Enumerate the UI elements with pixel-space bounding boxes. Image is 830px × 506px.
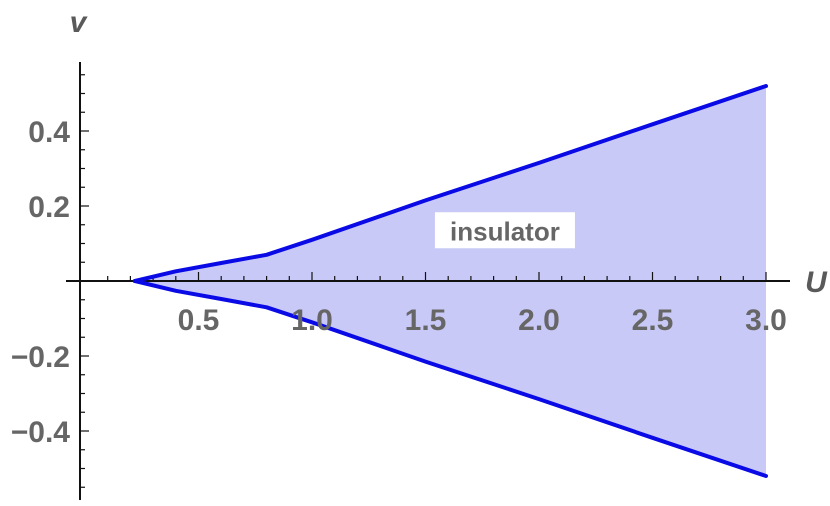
y-axis-title: v (70, 6, 89, 39)
upper-boundary-line (132, 84, 768, 283)
axes (66, 62, 790, 500)
y-tick-label: −0.4 (11, 416, 71, 449)
x-tick-label: 1.5 (405, 304, 447, 337)
x-tick-label: 2.5 (632, 304, 674, 337)
tick-labels: 0.5 1.0 1.5 2.0 2.5 3.0 0.4 0.2 −0.2 −0.4 Uv (11, 6, 828, 449)
y-tick-label: 0.2 (28, 191, 70, 224)
x-axis-title: U (805, 266, 828, 299)
x-tick-label: 2.0 (518, 304, 560, 337)
region-label-background (434, 212, 575, 249)
x-tick-label: 0.5 (178, 304, 220, 337)
x-tick-label: 3.0 (745, 304, 787, 337)
y-tick-label: 0.4 (28, 116, 70, 149)
region-label: insulator (450, 216, 560, 246)
y-tick-label: −0.2 (11, 341, 70, 374)
annotations: insulator (434, 212, 575, 249)
x-tick-label: 1.0 (291, 304, 333, 337)
boundary-lines (132, 84, 768, 478)
lower-boundary-line (132, 279, 768, 478)
